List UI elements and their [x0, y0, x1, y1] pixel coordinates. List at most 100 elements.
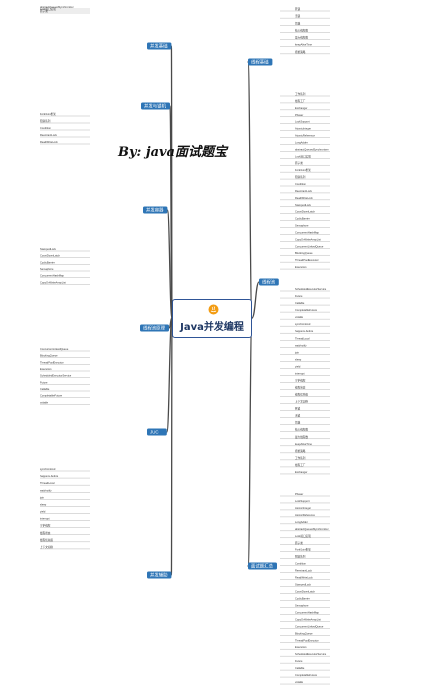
topic-t-left-3[interactable]: 并发容器 — [143, 206, 168, 214]
leaf-label[interactable]: sleep — [40, 502, 47, 506]
leaf-label[interactable]: ReentrantLock — [295, 189, 313, 193]
leaf-label[interactable]: wait/notify — [295, 343, 307, 347]
leaf-label[interactable]: happens-before — [295, 329, 314, 333]
leaf-label[interactable]: 线程状态 — [295, 386, 306, 390]
leaf-label[interactable]: ReadWriteLock — [295, 196, 313, 200]
leaf-label[interactable]: CompletableFuture — [295, 673, 318, 677]
leaf-label[interactable]: Future — [40, 380, 48, 384]
leaf-label[interactable]: ReentrantLock — [295, 569, 313, 573]
leaf-label[interactable]: Future — [295, 294, 303, 298]
leaf-label[interactable]: volatile — [40, 400, 49, 404]
leaf-label[interactable]: ScheduledExecutorService — [295, 287, 327, 291]
leaf-label[interactable]: Lock接口实现 — [295, 154, 311, 158]
leaf-label[interactable]: BlockingQueue — [295, 251, 313, 255]
leaf-label[interactable]: Semaphore — [295, 224, 309, 228]
leaf-label[interactable]: ScheduledExecutorService — [40, 374, 72, 378]
leaf-label[interactable]: 拒绝策略 — [295, 449, 306, 453]
leaf-label[interactable]: Executors — [295, 265, 307, 269]
leaf-label[interactable]: ThreadPoolExecutor — [295, 638, 319, 642]
leaf-label[interactable]: AtomicInteger — [295, 506, 311, 510]
leaf-label[interactable]: Executors — [40, 367, 52, 371]
leaf-label[interactable]: AtomicInteger — [295, 127, 311, 131]
leaf-label[interactable]: synchronized — [40, 467, 56, 471]
leaf-label[interactable]: Semaphore — [40, 267, 54, 271]
leaf-label[interactable]: CyclicBarrier — [295, 217, 310, 221]
leaf-label[interactable]: yield — [295, 364, 301, 368]
leaf-label[interactable]: Semaphore — [295, 603, 309, 607]
leaf-label[interactable]: 线程状态 — [40, 531, 51, 535]
leaf-label[interactable]: ConcurrentLinkedQueue — [40, 347, 69, 351]
leaf-label[interactable]: 阻塞队列 — [295, 175, 306, 179]
leaf-label[interactable]: LockSupport — [295, 499, 310, 503]
leaf-label[interactable]: 死锁 — [295, 7, 301, 11]
leaf-label[interactable]: BlockingQueue — [40, 354, 58, 358]
leaf-label[interactable]: CompletableFuture — [40, 394, 63, 398]
leaf-label[interactable]: 核心线程数 — [295, 28, 308, 32]
central-topic[interactable]: Java并发编程 — [172, 299, 252, 338]
leaf-label[interactable]: AtomicReference — [295, 134, 315, 138]
leaf-label[interactable]: 原子类 — [40, 9, 48, 13]
leaf-label[interactable]: CompletableFuture — [295, 308, 318, 312]
leaf-label[interactable]: 上下文切换 — [295, 400, 308, 404]
topic-t-left-6[interactable]: 并发辅助 — [147, 571, 172, 579]
leaf-label[interactable]: StampedLock — [295, 203, 312, 207]
leaf-label[interactable]: ScheduledExecutorService — [295, 652, 327, 656]
leaf-label[interactable]: volatile — [295, 315, 304, 319]
leaf-label[interactable]: LockSupport — [295, 120, 310, 124]
leaf-label[interactable]: ThreadLocal — [295, 336, 310, 340]
topic-t-right-1[interactable]: 线程基础 — [248, 58, 273, 66]
leaf-label[interactable]: 阻塞队列 — [295, 555, 306, 559]
leaf-label[interactable]: ThreadPoolExecutor — [40, 360, 64, 364]
topic-t-right-3[interactable]: 面试题汇总 — [248, 562, 277, 570]
leaf-label[interactable]: 拒绝策略 — [295, 50, 306, 54]
leaf-label[interactable]: interrupt — [295, 371, 305, 375]
leaf-label[interactable]: CopyOnWriteArrayList — [295, 617, 321, 621]
leaf-label[interactable]: CountDownLatch — [295, 590, 315, 594]
leaf-label[interactable]: ConcurrentHashMap — [40, 274, 64, 278]
topic-t-left-2[interactable]: 并发与锁机 — [141, 102, 170, 110]
leaf-label[interactable]: Executors — [295, 645, 307, 649]
leaf-label[interactable]: Exchanger — [295, 106, 308, 110]
leaf-label[interactable]: 死锁 — [295, 407, 301, 411]
leaf-label[interactable]: keepAliveTime — [295, 442, 312, 446]
leaf-label[interactable]: yield — [40, 510, 46, 514]
topic-t-left-4[interactable]: 线程池原理 — [140, 324, 169, 332]
leaf-label[interactable]: abstractQueuedSynchronizer — [295, 147, 329, 151]
leaf-label[interactable]: 饥饿 — [295, 21, 301, 25]
topic-t-right-2[interactable]: 线程池 — [259, 278, 279, 286]
leaf-label[interactable]: join — [294, 350, 300, 354]
leaf-label[interactable]: 阻塞队列 — [40, 119, 51, 123]
leaf-label[interactable]: ReadWriteLock — [40, 140, 58, 144]
leaf-label[interactable]: Condition — [295, 562, 307, 566]
topic-t-left-1[interactable]: 并发基础 — [147, 42, 172, 50]
leaf-label[interactable]: AtomicReference — [295, 513, 315, 517]
leaf-label[interactable]: sleep — [295, 357, 302, 361]
leaf-label[interactable]: join — [39, 495, 45, 499]
leaf-label[interactable]: ReentrantLock — [40, 133, 58, 137]
leaf-label[interactable]: Phaser — [295, 113, 303, 117]
leaf-label[interactable]: Callable — [295, 666, 305, 670]
leaf-label[interactable]: synchronized — [295, 322, 311, 326]
leaf-label[interactable]: CyclicBarrier — [40, 260, 55, 264]
leaf-label[interactable]: StampedLock — [295, 583, 312, 587]
leaf-label[interactable]: wait/notify — [40, 488, 52, 492]
leaf-label[interactable]: CountDownLatch — [40, 254, 60, 258]
leaf-label[interactable]: 守护线程 — [295, 378, 306, 382]
leaf-label[interactable]: Callable — [40, 387, 50, 391]
leaf-label[interactable]: Callable — [295, 301, 305, 305]
topic-t-left-5[interactable]: JUC — [147, 428, 167, 436]
leaf-label[interactable]: ConcurrentLinkedQueue — [295, 244, 324, 248]
leaf-label[interactable]: CopyOnWriteArrayList — [40, 280, 66, 284]
leaf-label[interactable]: happens-before — [40, 474, 59, 478]
leaf-label[interactable]: abstractQueuedSynchronizer — [295, 527, 329, 531]
leaf-label[interactable]: Fork/Join框架 — [295, 548, 311, 552]
leaf-label[interactable]: CountDownLatch — [295, 210, 315, 214]
leaf-label[interactable]: 上下文切换 — [40, 545, 53, 549]
leaf-label[interactable]: ConcurrentHashMap — [295, 230, 319, 234]
leaf-label[interactable]: 线程优先级 — [40, 538, 53, 542]
leaf-label[interactable]: Future — [295, 659, 303, 663]
leaf-label[interactable]: volatile — [295, 680, 304, 684]
leaf-label[interactable]: 线程优先级 — [295, 393, 308, 397]
leaf-label[interactable]: keepAliveTime — [295, 43, 312, 47]
leaf-label[interactable]: ConcurrentLinkedQueue — [295, 624, 324, 628]
